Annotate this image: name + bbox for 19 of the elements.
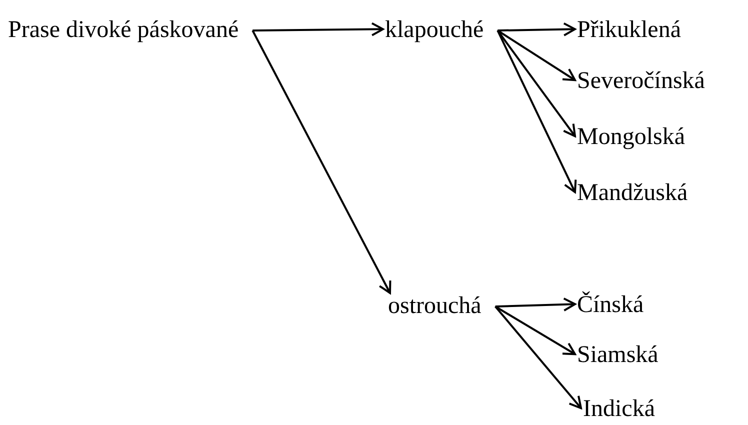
arrow: [496, 30, 577, 194]
arrow: [498, 22, 576, 36]
node-label: Mongolská: [577, 124, 685, 151]
arrow: [494, 306, 582, 410]
arrow: [496, 30, 576, 138]
node-label: Severočínská: [577, 68, 705, 95]
arrow: [495, 297, 576, 312]
node-label: klapouché: [385, 17, 484, 44]
node-label: Indická: [583, 396, 655, 423]
arrow: [497, 30, 576, 82]
node-label: Čínská: [577, 292, 644, 319]
arrow: [252, 30, 392, 294]
arrow: [252, 22, 384, 36]
node-label: Siamská: [577, 342, 658, 369]
arrow: [494, 306, 576, 356]
node-label: Přikuklená: [577, 17, 681, 44]
node-label: ostrouchá: [388, 293, 482, 320]
node-label: Mandžuská: [577, 180, 688, 207]
node-label: Prase divoké páskované: [8, 17, 239, 44]
